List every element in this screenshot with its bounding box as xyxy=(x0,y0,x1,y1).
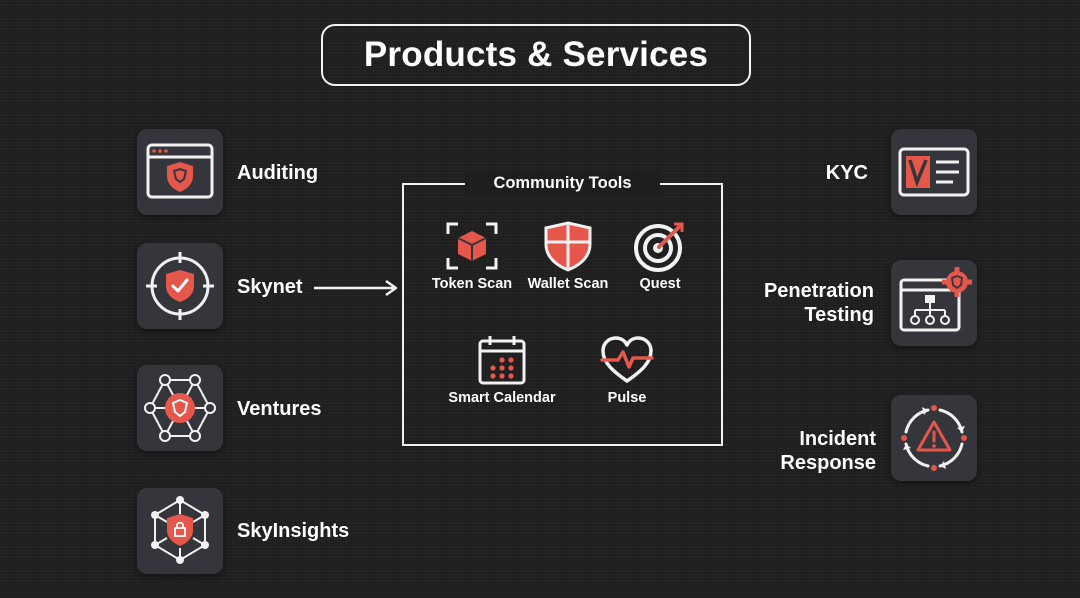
incident-response-tile[interactable] xyxy=(891,395,977,481)
cycle-warning-icon xyxy=(901,405,967,471)
heart-pulse-icon xyxy=(600,336,654,383)
service-label-ventures: Ventures xyxy=(237,398,322,420)
service-label-skyinsights: SkyInsights xyxy=(237,520,350,542)
auditing-tile[interactable] xyxy=(137,129,223,215)
penetration-testing-tile[interactable] xyxy=(891,260,977,346)
service-label-skynet: Skynet xyxy=(237,276,303,298)
tool-pulse[interactable]: Pulse xyxy=(567,334,687,406)
page-title: Products & Services xyxy=(363,35,709,74)
label-line: Incident xyxy=(799,428,876,450)
window-gear-hierarchy-icon xyxy=(899,267,972,332)
network-hex-icon xyxy=(144,374,216,442)
tool-label: Quest xyxy=(639,276,681,292)
tool-label: Pulse xyxy=(607,390,647,406)
label-line: Response xyxy=(780,452,876,474)
tool-quest[interactable]: Quest xyxy=(600,220,720,292)
arrow-right-icon xyxy=(314,279,398,297)
skyinsights-tile[interactable] xyxy=(137,488,223,574)
cross-shield-icon xyxy=(544,221,592,272)
label-line: Penetration xyxy=(763,280,874,302)
title-box: Products & Services xyxy=(321,24,751,86)
tool-label: Token Scan xyxy=(431,276,513,292)
service-label-kyc: KYC xyxy=(825,162,868,184)
calendar-icon xyxy=(478,336,526,385)
service-label-auditing: Auditing xyxy=(237,162,319,184)
kyc-tile[interactable] xyxy=(891,129,977,215)
hex-lock-shield-icon xyxy=(151,496,209,564)
cube-scan-icon xyxy=(446,222,498,270)
tool-smart-calendar[interactable]: Smart Calendar xyxy=(442,334,562,406)
target-icon xyxy=(634,222,684,272)
crosshair-shield-icon xyxy=(146,252,214,320)
service-label-incident-response: Incident Response xyxy=(780,427,876,475)
id-card-v-icon xyxy=(898,147,970,197)
ventures-tile[interactable] xyxy=(137,365,223,451)
service-label-penetration-testing: Penetration Testing xyxy=(764,279,874,327)
tool-wallet-scan[interactable]: Wallet Scan xyxy=(508,220,628,292)
browser-shield-icon xyxy=(146,143,214,199)
tool-label: Smart Calendar xyxy=(448,390,556,406)
tool-token-scan[interactable]: Token Scan xyxy=(412,220,532,292)
label-line: Testing xyxy=(804,304,874,326)
tool-label: Wallet Scan xyxy=(527,276,609,292)
skynet-tile[interactable] xyxy=(137,243,223,329)
community-tools-title: Community Tools xyxy=(465,172,660,194)
